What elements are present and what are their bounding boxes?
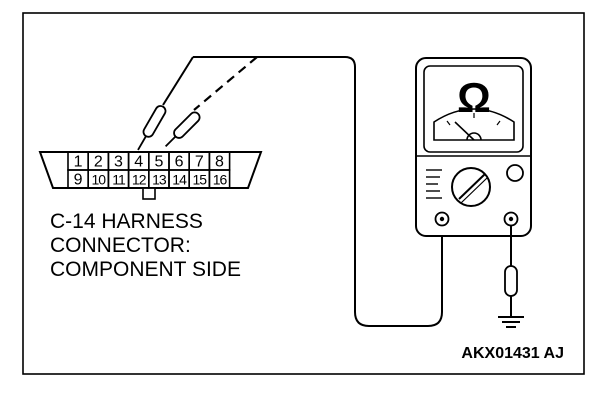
caption-line-2: CONNECTOR: <box>50 234 191 257</box>
solid-lead-to-probe <box>162 56 194 106</box>
pin-label-7: 7 <box>195 154 204 171</box>
pin-label-15: 15 <box>193 172 208 188</box>
ground-lead <box>504 226 518 316</box>
pin-label-16: 16 <box>213 172 228 188</box>
pin-cell-16 <box>208 169 231 189</box>
caption-line-1: C-14 HARNESS <box>50 210 203 233</box>
knob-pointer <box>458 173 486 200</box>
meter-pivot <box>466 132 482 141</box>
solid-test-lead <box>193 56 443 327</box>
connector-caption: C-14 HARNESS CONNECTOR: COMPONENT SIDE <box>50 210 241 282</box>
pin-label-6: 6 <box>175 154 184 171</box>
pin-label-12: 12 <box>132 172 147 188</box>
ground-icon <box>498 316 524 328</box>
probe-pin-5 <box>164 111 201 148</box>
pin-label-10: 10 <box>92 172 107 188</box>
meter-needle <box>454 121 475 141</box>
caption-line-3: COMPONENT SIDE <box>50 258 241 281</box>
pin-label-5: 5 <box>154 154 163 171</box>
ohm-symbol: Ω <box>457 74 491 121</box>
pin-label-4: 4 <box>134 154 143 171</box>
zero-adjust-button <box>506 164 524 182</box>
connector-lock-tab <box>142 187 156 200</box>
pin-label-2: 2 <box>94 154 103 171</box>
figure-frame <box>22 12 585 375</box>
probe-pin-4 <box>137 105 167 151</box>
pin-label-11: 11 <box>112 172 126 188</box>
figure-code: AKX01431 AJ <box>461 345 564 362</box>
meter-scale-window <box>433 108 515 141</box>
pin-label-8: 8 <box>215 154 224 171</box>
dashed-test-lead <box>193 56 258 111</box>
meter-range-marks <box>426 169 442 199</box>
ohmmeter <box>415 57 532 237</box>
pin-label-13: 13 <box>152 172 167 188</box>
pin-label-3: 3 <box>114 154 123 171</box>
pin-label-14: 14 <box>172 172 187 188</box>
pin-label-1: 1 <box>74 154 83 171</box>
pin-label-9: 9 <box>74 172 83 189</box>
